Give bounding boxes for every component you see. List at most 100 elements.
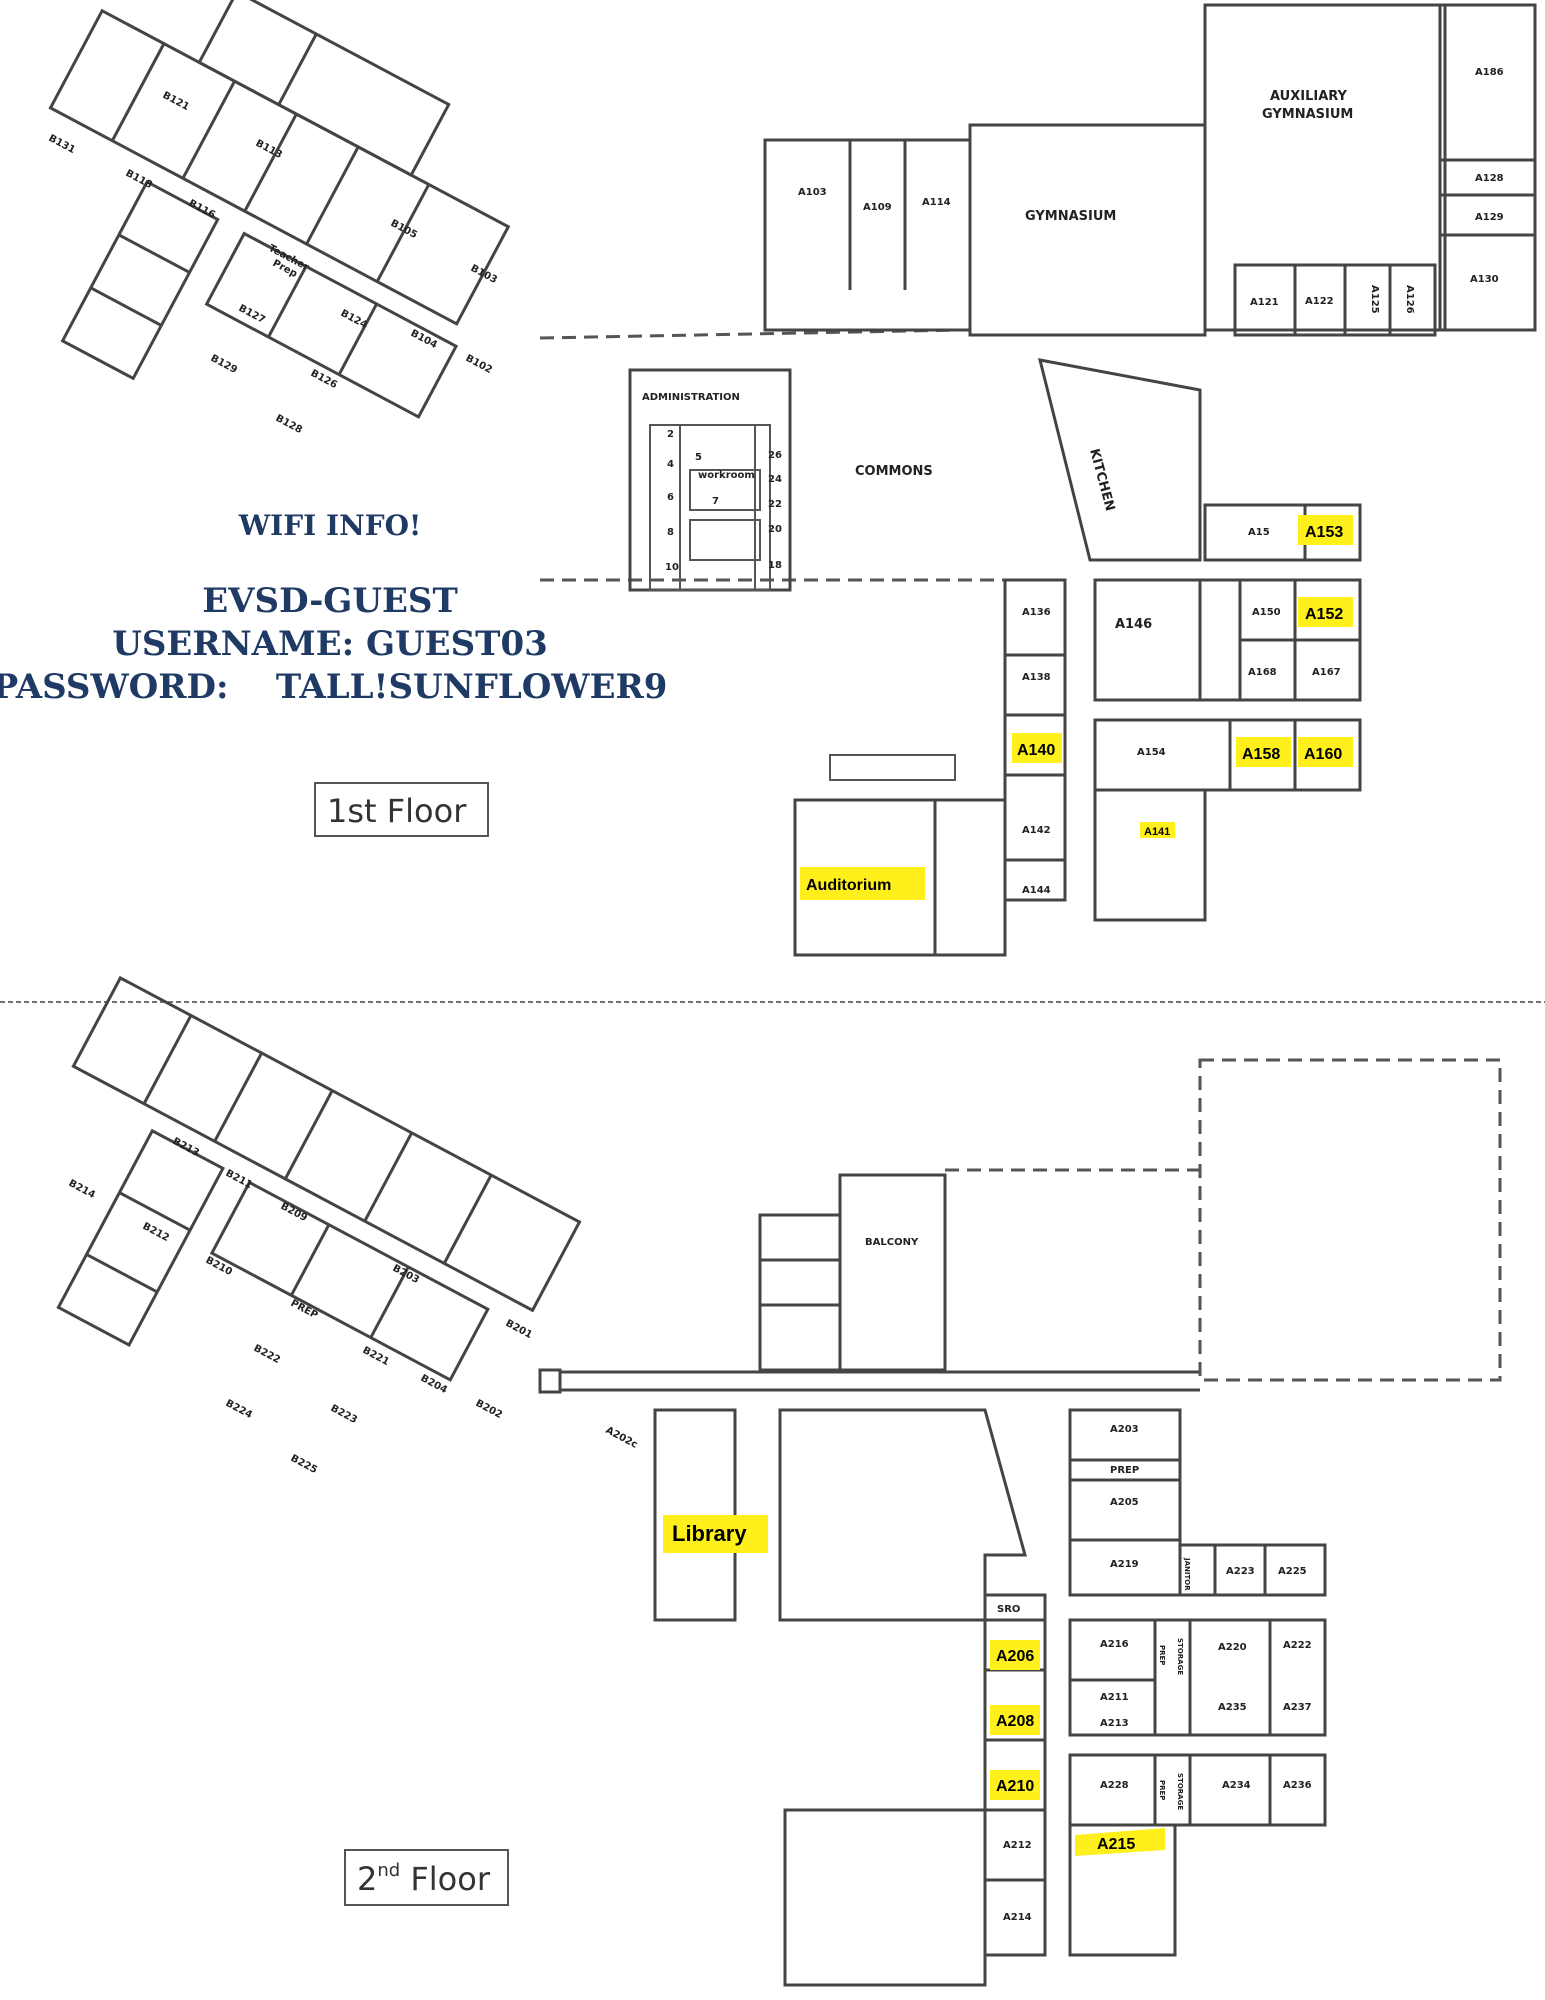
svg-text:A141: A141 [1144, 826, 1170, 838]
svg-text:JANITOR: JANITOR [1183, 1557, 1191, 1591]
wifi-username: USERNAME: GUEST03 [112, 624, 548, 664]
svg-text:A214: A214 [1003, 1912, 1032, 1923]
svg-text:2nd Floor: 2nd Floor [357, 1860, 491, 1898]
floor2-label: 2nd Floor [344, 1849, 509, 1906]
svg-text:PREP: PREP [1158, 1645, 1166, 1665]
svg-text:A15: A15 [1248, 527, 1270, 538]
svg-text:A153: A153 [1305, 524, 1343, 541]
svg-text:A109: A109 [863, 202, 892, 213]
svg-text:A228: A228 [1100, 1780, 1129, 1791]
svg-text:A186: A186 [1475, 67, 1504, 78]
floor2-highlights: Library A206 A208 A210 A215 [663, 1515, 1165, 1856]
floor1-highlights: A153 A152 A140 A158 A160 A141 Auditorium [800, 515, 1353, 900]
svg-text:A142: A142 [1022, 825, 1051, 836]
floor2-a-section [653, 1173, 1327, 1987]
svg-text:A140: A140 [1017, 742, 1055, 759]
wifi-heading: WIFI INFO! [238, 509, 422, 542]
svg-text:B113: B113 [254, 138, 284, 161]
svg-text:A206: A206 [996, 1648, 1034, 1665]
svg-text:COMMONS: COMMONS [855, 464, 933, 479]
svg-text:A114: A114 [922, 197, 951, 208]
svg-text:A167: A167 [1312, 667, 1341, 678]
svg-text:A128: A128 [1475, 173, 1504, 184]
svg-text:A210: A210 [996, 1778, 1034, 1795]
svg-text:4: 4 [667, 459, 674, 470]
svg-text:26: 26 [768, 450, 782, 461]
floor2-a-labels: BALCONY A203 PREP A205 A219 JANITOR A223… [865, 1237, 1312, 1923]
svg-text:A126: A126 [1404, 285, 1415, 314]
svg-text:BALCONY: BALCONY [865, 1237, 919, 1248]
floor1-a-labels: A103 A109 A114 GYMNASIUM AUXILIARY GYMNA… [642, 67, 1504, 896]
svg-text:22: 22 [768, 499, 782, 510]
svg-text:A125: A125 [1369, 285, 1380, 314]
svg-text:B105: B105 [389, 218, 419, 241]
svg-text:B225: B225 [289, 1453, 319, 1476]
svg-text:B103: B103 [469, 263, 499, 286]
svg-text:8: 8 [667, 527, 674, 538]
svg-text:A215: A215 [1097, 1836, 1135, 1853]
svg-text:A152: A152 [1305, 606, 1343, 623]
svg-text:B212: B212 [141, 1221, 171, 1244]
svg-text:A121: A121 [1250, 297, 1279, 308]
svg-text:GYMNASIUM: GYMNASIUM [1262, 107, 1353, 122]
svg-text:B124: B124 [339, 308, 369, 331]
svg-text:A211: A211 [1100, 1692, 1129, 1703]
svg-text:STORAGE: STORAGE [1176, 1773, 1184, 1810]
svg-text:6: 6 [667, 492, 674, 503]
svg-text:A234: A234 [1222, 1780, 1251, 1791]
svg-text:PREP: PREP [1110, 1465, 1139, 1476]
svg-text:A208: A208 [996, 1713, 1034, 1730]
svg-text:A222: A222 [1283, 1640, 1312, 1651]
floor2-plan: B213 B214 B211 B209 B212 B210 B203 PREP … [56, 975, 1502, 1987]
svg-text:PREP: PREP [1158, 1780, 1166, 1800]
floor1-a-section [628, 3, 1537, 957]
svg-text:GYMNASIUM: GYMNASIUM [1025, 209, 1116, 224]
svg-text:B104: B104 [409, 328, 439, 351]
svg-text:B129: B129 [209, 353, 239, 376]
svg-text:A213: A213 [1100, 1718, 1129, 1729]
svg-text:A235: A235 [1218, 1702, 1247, 1713]
svg-text:A136: A136 [1022, 607, 1051, 618]
svg-text:B131: B131 [47, 133, 77, 156]
svg-text:A225: A225 [1278, 1566, 1307, 1577]
svg-text:B202: B202 [474, 1398, 504, 1421]
svg-text:B221: B221 [361, 1345, 391, 1368]
floor1-b-wing [48, 0, 511, 419]
svg-text:A103: A103 [798, 187, 827, 198]
svg-text:A220: A220 [1218, 1642, 1247, 1653]
svg-text:A203: A203 [1110, 1424, 1139, 1435]
svg-text:A219: A219 [1110, 1559, 1139, 1570]
svg-text:20: 20 [768, 524, 782, 535]
svg-text:B211: B211 [224, 1168, 254, 1191]
svg-text:STORAGE: STORAGE [1176, 1638, 1184, 1675]
svg-text:B128: B128 [274, 413, 304, 436]
svg-text:A146: A146 [1115, 617, 1152, 632]
svg-text:24: 24 [768, 474, 782, 485]
svg-text:B224: B224 [224, 1398, 254, 1421]
svg-text:Auditorium: Auditorium [806, 877, 891, 894]
svg-text:B223: B223 [329, 1403, 359, 1426]
svg-text:A205: A205 [1110, 1497, 1139, 1508]
svg-text:7: 7 [712, 496, 719, 507]
svg-text:A130: A130 [1470, 274, 1499, 285]
floor1-label: 1st Floor [314, 782, 489, 837]
svg-text:A154: A154 [1137, 747, 1166, 758]
wifi-info: WIFI INFO! EVSD-GUEST USERNAME: GUEST03 … [0, 509, 667, 707]
svg-text:A158: A158 [1242, 746, 1280, 763]
svg-text:B222: B222 [252, 1343, 282, 1366]
svg-text:A160: A160 [1304, 746, 1342, 763]
svg-text:18: 18 [768, 560, 782, 571]
svg-text:B121: B121 [161, 90, 191, 113]
svg-text:KITCHEN: KITCHEN [1086, 447, 1117, 513]
svg-text:5: 5 [695, 452, 702, 463]
svg-text:B213: B213 [171, 1136, 201, 1159]
svg-text:Library: Library [672, 1521, 747, 1546]
svg-text:B118: B118 [124, 168, 154, 191]
svg-text:ADMINISTRATION: ADMINISTRATION [642, 392, 740, 403]
svg-text:SRO: SRO [997, 1604, 1020, 1615]
svg-text:A138: A138 [1022, 672, 1051, 683]
svg-text:workroom: workroom [698, 470, 755, 481]
floor1-plan: B131 B121 B113 B118 B116 B105 B103 Teach… [47, 0, 1537, 957]
floor2-b-labels: B213 B214 B211 B209 B212 B210 B203 PREP … [67, 1136, 640, 1476]
